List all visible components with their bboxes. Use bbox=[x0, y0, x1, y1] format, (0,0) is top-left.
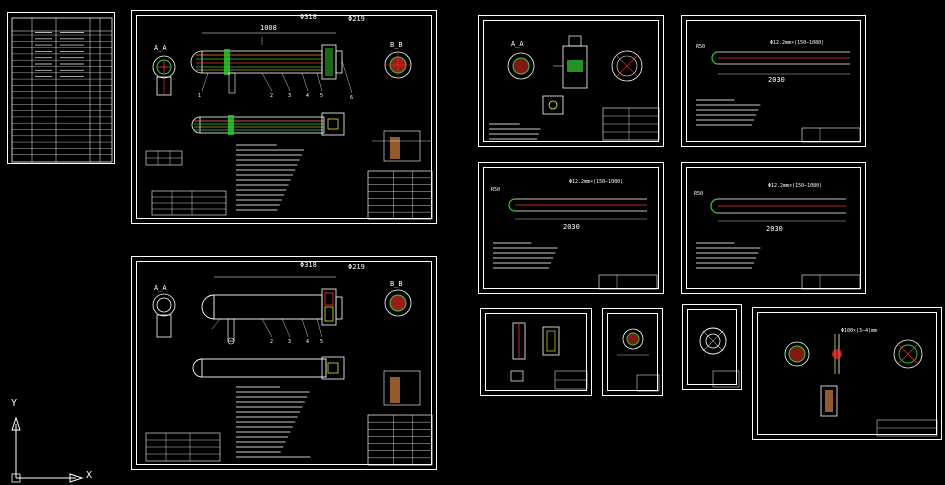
section-b-label: B_B bbox=[390, 41, 403, 49]
pipe-callout: Φ100×(3–4)mm bbox=[841, 328, 878, 334]
tube-sheet-1[interactable]: Φ12.2mm×(150–1080) 2030 R50 bbox=[681, 15, 866, 147]
drawing-frame bbox=[136, 261, 432, 465]
main-drawing-top[interactable]: A_A B_B 1008 Φ318 Φ219 1 2 3 4 5 6 bbox=[131, 10, 437, 224]
drawing-frame bbox=[687, 309, 737, 385]
detail-sheet-2[interactable] bbox=[480, 308, 592, 396]
tube-length-dim: 2030 bbox=[563, 223, 580, 231]
bend-radius-dim: R50 bbox=[696, 44, 706, 50]
bom-sheet[interactable] bbox=[7, 12, 115, 164]
part-number: 3 bbox=[288, 339, 292, 345]
stub-dim: Φ219 bbox=[348, 263, 365, 271]
detail-3-view bbox=[617, 328, 660, 392]
drawing-frame bbox=[483, 20, 659, 142]
tube-sheet-3[interactable]: Φ12.2mm×(150–1080) 2030 R50 bbox=[681, 162, 866, 294]
section-a-label: A_A bbox=[154, 284, 167, 292]
detail-5-view bbox=[784, 334, 938, 437]
part-number: 6 bbox=[350, 95, 354, 101]
drawing-frame bbox=[483, 167, 659, 289]
detail-1-view bbox=[489, 35, 660, 141]
ucs-y-label: Y bbox=[11, 398, 18, 409]
part-number: 2 bbox=[270, 339, 274, 345]
heater-assembly-view bbox=[145, 32, 433, 220]
part-number: 5 bbox=[320, 93, 324, 99]
tube-callout: Φ12.2mm×(150–1080) bbox=[569, 179, 624, 185]
tube-length-dim: 2030 bbox=[768, 76, 785, 84]
flange-dim: Φ318 bbox=[300, 13, 317, 21]
drawing-frame bbox=[686, 167, 861, 289]
part-number: 4 bbox=[306, 339, 310, 345]
detail-2-view bbox=[510, 322, 588, 390]
u-tube-view bbox=[493, 198, 658, 290]
detail-sheet-3[interactable] bbox=[602, 308, 663, 396]
u-tube-view bbox=[696, 198, 861, 290]
bend-radius-dim: R50 bbox=[491, 187, 501, 193]
ucs-x-label: X bbox=[86, 470, 93, 481]
drawing-frame bbox=[607, 313, 658, 391]
detail-4-view bbox=[699, 327, 740, 388]
tube-length-dim: 2030 bbox=[766, 225, 783, 233]
part-number: 5 bbox=[320, 339, 324, 345]
section-b-label: B_B bbox=[390, 280, 403, 288]
detail-sheet-4[interactable] bbox=[682, 304, 742, 390]
main-drawing-bottom[interactable]: A_A B_B Φ318 Φ219 2 3 4 5 bbox=[131, 256, 437, 470]
drawing-frame bbox=[485, 313, 587, 391]
drawing-frame bbox=[757, 312, 937, 435]
tube-callout: Φ12.2mm×(150–1080) bbox=[770, 40, 825, 46]
tube-sheet-2[interactable]: Φ12.2mm×(150–1080) 2030 R50 bbox=[478, 162, 664, 294]
overall-length-dim: 1008 bbox=[260, 24, 277, 32]
drawing-frame bbox=[136, 15, 432, 219]
bom-table-lines bbox=[11, 17, 113, 163]
section-label: A_A bbox=[511, 40, 524, 48]
drawing-frame bbox=[686, 20, 861, 142]
bend-radius-dim: R50 bbox=[694, 191, 704, 197]
section-a-label: A_A bbox=[154, 44, 167, 52]
part-number: 1 bbox=[198, 93, 202, 99]
flange-dim: Φ318 bbox=[300, 261, 317, 269]
stub-dim: Φ219 bbox=[348, 15, 365, 23]
tube-callout: Φ12.2mm×(150–1080) bbox=[768, 183, 823, 189]
u-tube-view bbox=[696, 51, 861, 143]
heater-assembly-view-plain bbox=[145, 276, 433, 466]
part-number: 3 bbox=[288, 93, 292, 99]
part-number: 4 bbox=[306, 93, 310, 99]
part-number: 2 bbox=[270, 93, 274, 99]
detail-sheet-5[interactable]: Φ100×(3–4)mm bbox=[752, 307, 942, 440]
detail-sheet-1[interactable]: A_A bbox=[478, 15, 664, 147]
ucs-icon: Y X bbox=[6, 398, 96, 485]
